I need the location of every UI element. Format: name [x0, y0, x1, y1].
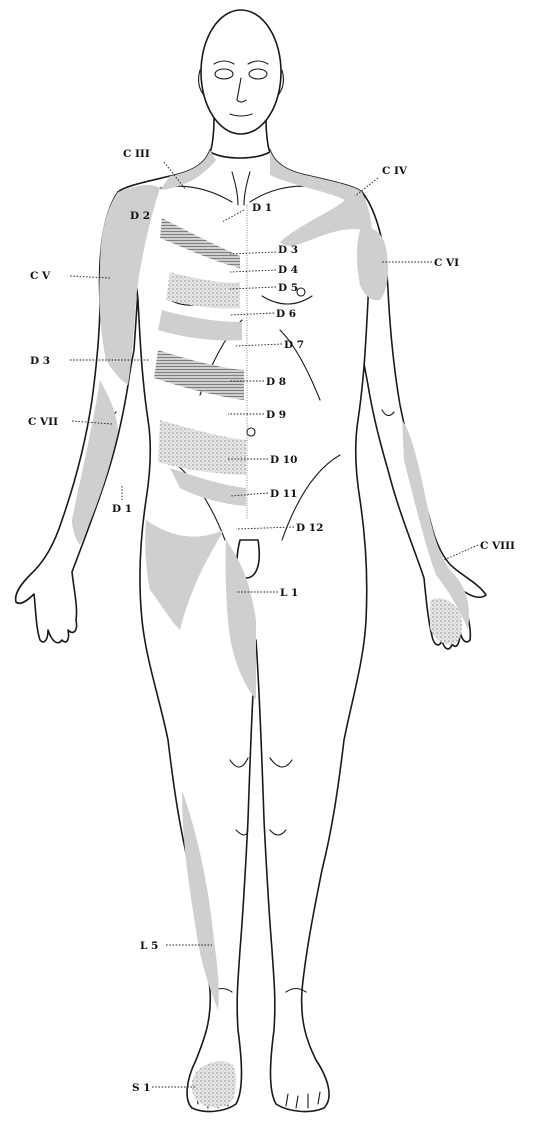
label-d4: D 4 — [278, 264, 298, 276]
body-outline — [16, 10, 486, 1111]
label-d6: D 6 — [276, 308, 296, 320]
head-outline — [201, 10, 281, 134]
label-l1: L 1 — [280, 587, 298, 599]
label-d10: D 10 — [270, 454, 297, 466]
label-d5: D 5 — [278, 282, 298, 294]
label-d3: D 3 — [278, 244, 298, 256]
label-d1: D 1 — [252, 202, 272, 214]
label-d9: D 9 — [266, 409, 286, 421]
label-d12: D 12 — [296, 522, 323, 534]
label-c3: C III — [123, 148, 150, 160]
label-d11: D 11 — [270, 488, 297, 500]
label-c4: C IV — [382, 165, 408, 177]
label-d7: D 7 — [284, 339, 304, 351]
label-d3-side: D 3 — [30, 355, 50, 367]
label-d2: D 2 — [130, 210, 150, 222]
label-d8: D 8 — [266, 376, 286, 388]
label-c8: C VIII — [480, 540, 515, 552]
label-c5: C V — [30, 270, 51, 282]
label-l5: L 5 — [140, 940, 158, 952]
label-c6: C VI — [434, 257, 459, 269]
label-s1: S 1 — [132, 1082, 151, 1094]
label-d1-arm: D 1 — [112, 503, 132, 515]
label-c7: C VII — [28, 416, 58, 428]
